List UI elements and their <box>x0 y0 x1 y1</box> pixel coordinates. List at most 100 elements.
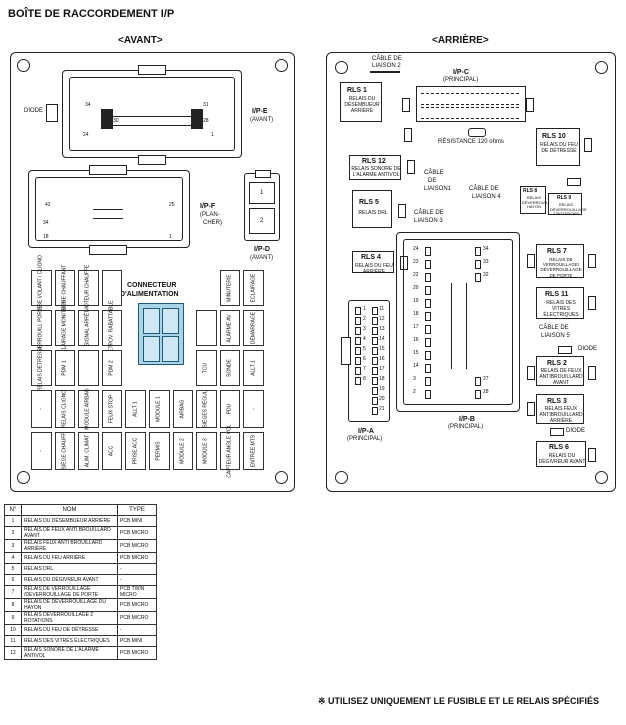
fuse-cell: ALLT 1 <box>125 390 146 428</box>
mount-hole-rbr <box>595 471 608 484</box>
rls4-desc: RELAIS DU FEU ARRIÈRE <box>355 263 393 275</box>
ip-d-name: I/P-D <box>254 246 270 253</box>
relay-symbol-5 <box>407 160 415 174</box>
rls4-box: RLS 4 RELAIS DU FEU ARRIÈRE <box>352 251 394 275</box>
ip-a-pin-label: 4 <box>363 336 366 342</box>
ip-b-pin-label: 22 <box>413 272 419 278</box>
fuse-label: - <box>249 408 256 410</box>
fuse-cell: RELAIS CLIGNO <box>54 390 76 428</box>
legend-header-n: N° <box>4 504 22 516</box>
relay-symbol-7 <box>400 256 408 270</box>
relay-symbol-4 <box>584 138 592 152</box>
mount-hole-tl <box>17 59 30 72</box>
legend-cell-type: PCB MICRO <box>117 526 157 540</box>
cable5-l1: CÂBLE DE <box>539 325 569 331</box>
rls2-box: RLS 2 RELAIS DE FEUX ANTIBROUILLARD AVAN… <box>536 356 584 386</box>
legend-cell-n: 5 <box>4 563 22 575</box>
rls6-name: RLS 6 <box>549 444 569 451</box>
rls8-box: RLS 8 RELAIS DÉVERROUILLAGE HAYON <box>520 186 559 214</box>
cable4-l1: CÂBLE DE <box>469 186 499 192</box>
mount-hole-rbl <box>335 471 348 484</box>
ip-f-sub1: (PLAN- <box>200 212 220 218</box>
fuse-cell: PDM 2 <box>101 350 123 386</box>
ip-c-name: I/P-C <box>453 69 469 76</box>
diode2-label: DIODE <box>566 428 586 434</box>
fuse-label: SIÈGE CHAUFF <box>61 432 68 470</box>
rls6-box: RLS 6 RELAIS DU DÉGIVREUR AVANT <box>536 441 586 467</box>
ip-b-pin-label: 27 <box>483 376 489 382</box>
rls2-desc: RELAIS DE FEUX ANTIBROUILLARD AVANT <box>539 368 583 386</box>
fuse-cell: PDU <box>219 390 241 428</box>
rls10-name: RLS 10 <box>542 133 566 140</box>
fuse-cell: SONDE <box>219 350 241 386</box>
fuse-cell: VERROUILL PORTE <box>31 305 52 351</box>
rls7-box: RLS 7 RELAIS DE VERROUILLAGE/ DÉVERROUIL… <box>536 244 584 278</box>
cable2-l2: LIAISON 2 <box>372 63 401 69</box>
legend-cell-n: 3 <box>4 539 22 553</box>
ip-a-pin-label: 1 <box>363 306 366 312</box>
fuse-cell: CAPTEUR ANGLE VOL <box>219 424 241 478</box>
ip-b-pin-label: 24 <box>413 246 419 252</box>
ip-a-pin-label: 17 <box>379 366 385 372</box>
ip-b-pin-label: 16 <box>413 337 419 343</box>
ip-b-pin-label: 34 <box>483 246 489 252</box>
mount-hole-br <box>275 471 288 484</box>
legend-cell-nom: RELAIS SONORE DE L'ALARME ANTIVOL <box>21 646 118 660</box>
rls8-desc: RELAIS DÉVERROUILLAGE HAYON <box>522 195 559 210</box>
rls4-name: RLS 4 <box>361 254 381 261</box>
rls10-desc: RELAIS DU FEU DE DÉTRESSE <box>540 142 578 154</box>
cable1-l2: DE <box>428 178 437 184</box>
legend-cell-n: 4 <box>4 552 22 564</box>
ip-a-pin-label: 5 <box>363 346 366 352</box>
fuse-cell: MODULE 3 <box>196 432 217 470</box>
ip-b-pin-label: 32 <box>483 272 489 278</box>
ip-b-pin-label: 23 <box>413 259 419 265</box>
rls11-box: RLS 11 RELAIS DES VITRES ÉLECTRIQUES <box>536 287 584 319</box>
relay-symbol-14 <box>588 448 596 462</box>
rear-heading: <ARRIÈRE> <box>432 35 489 46</box>
rls11-name: RLS 11 <box>545 291 569 298</box>
rls3-name: RLS 3 <box>547 398 567 405</box>
fuse-cell: SIGNAL ARRÊT <box>78 310 99 346</box>
fuse-cell <box>196 310 217 346</box>
fuse-cell: VITESSE VOLANT / CLIGNO <box>31 255 52 321</box>
relay-symbol-12 <box>588 366 596 380</box>
legend-cell-type: - <box>117 563 157 575</box>
relay-symbol-6 <box>398 204 406 218</box>
cable1-l1: CÂBLE <box>424 170 444 176</box>
legend-cell-n: 12 <box>4 646 22 660</box>
rls1-desc: RELAIS DU DÉSEMBUEUR ARRIÈRE <box>344 96 380 114</box>
legend-cell-type: PCB MICRO <box>117 646 157 660</box>
legend-cell-n: 8 <box>4 598 22 612</box>
mount-hole-rtl <box>335 61 348 74</box>
ip-a-pin-label: 12 <box>379 316 385 322</box>
legend-cell-type: PCB MICRO <box>117 611 157 625</box>
page-title: BOÎTE DE RACCORDEMENT I/P <box>8 8 175 20</box>
ip-a-pin-label: 13 <box>379 326 385 332</box>
power-connector-label2: D'ALIMENTATION <box>120 291 179 298</box>
fuse-label: AIRBAG <box>179 399 186 419</box>
rls5-box: RLS 5 RELAIS DRL <box>352 190 392 228</box>
footer-note: ※ UTILISEZ UNIQUEMENT LE FUSIBLE ET LE R… <box>318 696 600 706</box>
legend-cell-type: PCB MICRO <box>117 552 157 564</box>
fuse-label: ÉCLAIRAGE MONITEUR <box>61 299 68 357</box>
rls11-desc: RELAIS DES VITRES ÉLECTRIQUES <box>543 300 579 318</box>
ip-d-pin1: 1 <box>260 190 264 196</box>
ip-b-pin-label: 2 <box>413 389 416 395</box>
fuse-cell: - <box>31 432 52 470</box>
rls1-name: RLS 1 <box>347 87 367 94</box>
legend-cell-n: 9 <box>4 611 22 625</box>
ip-d-sub: (AVANT) <box>250 255 274 261</box>
fuse-cell: PERMIS <box>149 432 170 470</box>
fuse-label: CAPTEUR ANGLE VOL <box>226 424 233 478</box>
fuse-label: PDU <box>226 403 233 415</box>
legend-cell-type: PCB MINI <box>117 635 157 647</box>
fuse-cell: MINUTERIE <box>219 270 241 306</box>
fuse-cell: PDM 1 <box>54 350 76 386</box>
